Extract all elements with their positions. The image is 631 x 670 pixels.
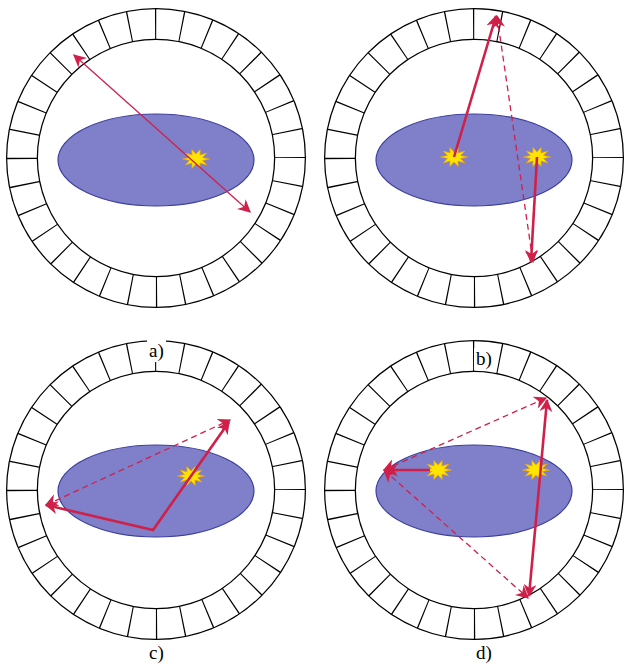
panel-label: b) [474,348,494,370]
panel-a [22,24,290,292]
panel-label: a) [147,340,166,362]
panel-d [340,356,608,624]
panel-c [22,356,290,624]
panel-label: d) [474,642,494,664]
panel-label: c) [147,642,166,664]
panel-b [340,16,608,292]
